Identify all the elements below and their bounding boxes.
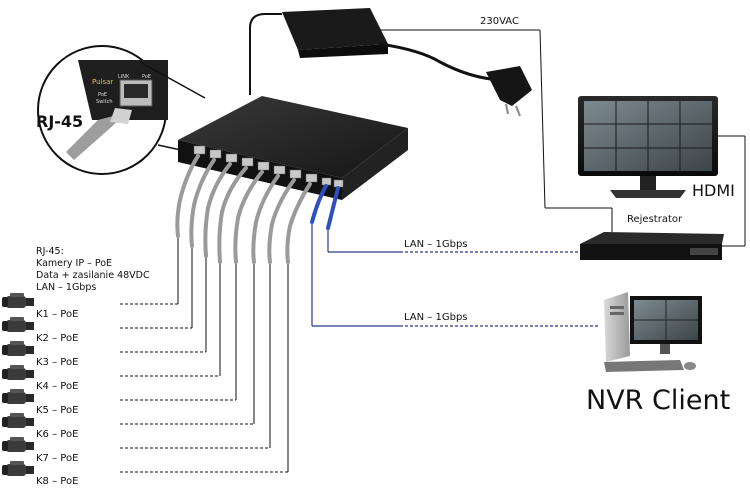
poe-switch xyxy=(178,96,408,200)
rj45-title: RJ-45 xyxy=(36,112,84,131)
inset-brand: Pulsar xyxy=(92,78,113,86)
inset-device-label-1: PoE xyxy=(98,92,107,98)
inset-port-label-poe: PoE xyxy=(142,74,151,80)
camera-cables xyxy=(175,154,312,264)
power-supply xyxy=(249,8,613,232)
client-pc xyxy=(604,292,702,372)
camera-label-k6: K6 – PoE xyxy=(36,429,79,440)
uplink-cables xyxy=(310,184,340,230)
hdmi-label: HDMI xyxy=(692,181,735,200)
lan-lines xyxy=(311,224,598,327)
rj45-desc-line: RJ-45: xyxy=(36,246,64,257)
camera-label-k5: K5 – PoE xyxy=(36,405,79,416)
inset-device-label-2: Switch xyxy=(96,99,113,105)
rj45-desc-line: LAN – 1Gbps xyxy=(36,282,97,293)
camera-icon xyxy=(2,437,34,452)
camera-label-k3: K3 – PoE xyxy=(36,357,79,368)
recorder xyxy=(580,232,724,260)
camera-label-k7: K7 – PoE xyxy=(36,453,79,464)
rj45-inset: Pulsar LINK PoE PoE Switch xyxy=(37,45,206,175)
lan-recorder-label: LAN – 1Gbps xyxy=(404,239,468,250)
camera-label-k8: K8 – PoE xyxy=(36,476,79,487)
camera-icons xyxy=(2,293,34,476)
lan-client-label: LAN – 1Gbps xyxy=(404,312,468,323)
rj45-desc-line: Data + zasilanie 48VDC xyxy=(36,270,150,281)
camera-icon xyxy=(2,341,34,356)
ac-voltage-label: 230VAC xyxy=(480,16,519,27)
camera-lines xyxy=(120,238,289,473)
camera-icon xyxy=(2,413,34,428)
monitor xyxy=(578,96,746,247)
rj45-description: RJ-45: Kamery IP – PoE Data + zasilanie … xyxy=(36,246,150,294)
inset-port-label-link: LINK xyxy=(118,74,130,80)
rj45-desc-line: Kamery IP – PoE xyxy=(36,258,113,269)
camera-label-k2: K2 – PoE xyxy=(36,333,79,344)
camera-icon xyxy=(2,461,34,476)
camera-icon xyxy=(2,317,34,332)
camera-icon xyxy=(2,389,34,404)
nvr-client-label: NVR Client xyxy=(586,385,731,416)
camera-label-k1: K1 – PoE xyxy=(36,309,79,320)
camera-icon xyxy=(2,365,34,380)
camera-label-k4: K4 – PoE xyxy=(36,381,79,392)
camera-icon xyxy=(2,293,34,308)
recorder-label: Rejestrator xyxy=(627,214,683,225)
